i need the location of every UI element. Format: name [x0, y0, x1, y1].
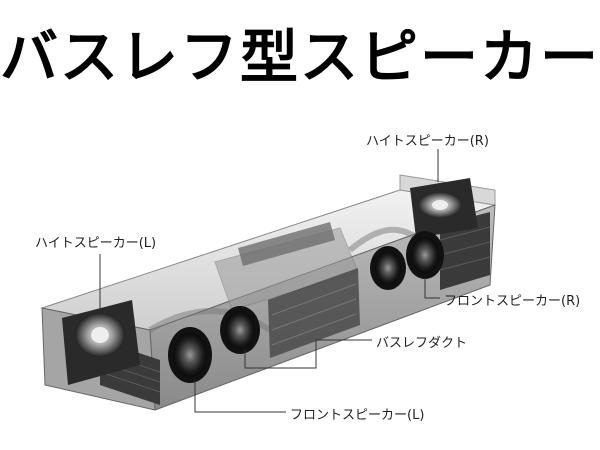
label-height-speaker-l: ハイトスピーカー(L) — [35, 236, 157, 251]
front-speaker-r — [370, 231, 444, 290]
label-bass-reflex-duct: バスレフダクト — [376, 336, 468, 351]
leader-lines — [99, 149, 440, 413]
label-front-speaker-l: フロントスピーカー(L) — [290, 408, 425, 423]
label-height-speaker-r: ハイトスピーカー(R) — [366, 134, 489, 149]
height-speaker-r — [410, 178, 478, 238]
leader-front-speaker-l — [194, 380, 286, 413]
leader-front-speaker-r — [424, 278, 440, 299]
height-speaker-l — [62, 300, 140, 385]
label-front-speaker-r: フロントスピーカー(R) — [444, 294, 581, 309]
page-title: バスレフ型スピーカー — [0, 23, 600, 91]
leader-bass-reflex-duct — [244, 339, 372, 369]
front-speaker-l — [168, 306, 260, 383]
